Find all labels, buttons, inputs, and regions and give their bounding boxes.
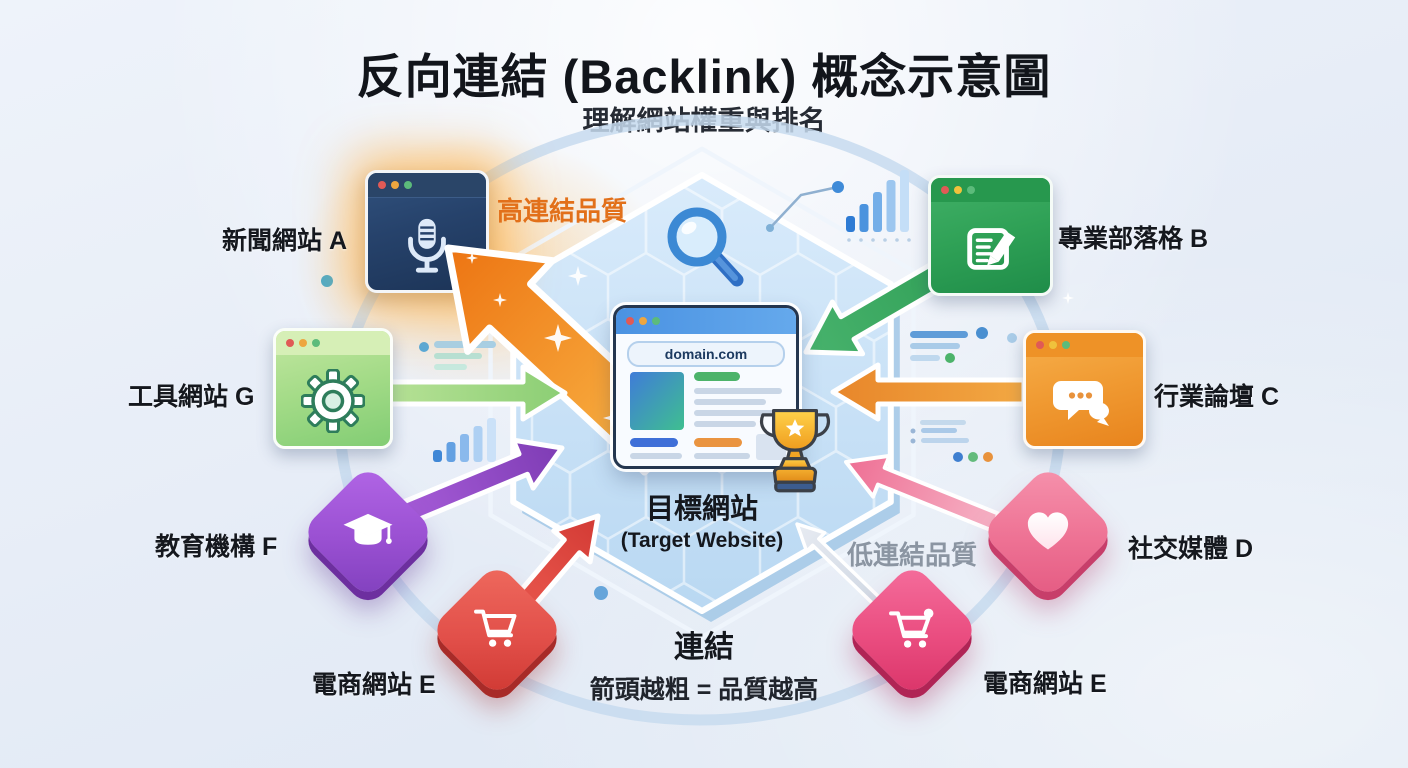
traffic-light-green <box>404 181 412 189</box>
target-label-english: (Target Website) <box>620 529 784 552</box>
polyline-dot <box>766 224 774 232</box>
traffic-light-orange <box>639 317 647 325</box>
node-label-blog-b: 專業部落格 B <box>1058 225 1209 253</box>
window-body <box>368 198 486 290</box>
graduation-cap-icon <box>343 513 393 545</box>
legend: 連結 箭頭越粗 = 品質越高 <box>404 622 1004 706</box>
window-titlebar <box>931 178 1050 202</box>
page-subtitle: 理解網站權重與排名 <box>582 106 826 136</box>
magnifying-glass-icon <box>667 207 744 287</box>
text-placeholder-lines <box>910 331 968 363</box>
arrow-forum-c <box>830 362 1027 422</box>
gear-icon <box>301 368 365 433</box>
arrow-tools-g <box>387 364 568 422</box>
connector-polyline <box>769 185 839 229</box>
traffic-light-red <box>378 181 386 189</box>
heart-icon <box>1027 512 1069 550</box>
low-quality-annotation: 低連結品質 <box>847 540 978 570</box>
chat-bubbles-icon <box>1052 380 1109 426</box>
microphone-icon <box>408 218 446 273</box>
forum-site-window <box>1023 330 1146 449</box>
window-titlebar <box>616 308 796 334</box>
traffic-light-green <box>652 317 660 325</box>
high-quality-annotation: 高連結品質 <box>497 196 628 226</box>
target-label: 目標網站 <box>645 493 758 524</box>
arrow-education-f <box>401 437 565 525</box>
window-body <box>1026 357 1143 446</box>
blog-site-window <box>928 175 1053 296</box>
text-placeholder-lines <box>419 341 496 400</box>
tools-site-window <box>273 328 393 449</box>
node-label-tools-g: 工具網站 G <box>128 383 255 411</box>
education-site-badge <box>300 464 436 600</box>
news-site-window <box>365 170 489 293</box>
accent-dot <box>976 327 988 339</box>
window-titlebar <box>368 173 486 198</box>
legend-description: 箭頭越粗 = 品質越高 <box>589 676 819 704</box>
bar-chart-icon <box>846 170 911 242</box>
accent-dot <box>1007 333 1017 343</box>
traffic-light-yellow <box>1049 341 1057 349</box>
legend-title: 連結 <box>674 631 734 664</box>
domain-text: domain.com <box>664 346 748 362</box>
node-label-social-d: 社交媒體 D <box>1128 535 1254 563</box>
traffic-light-red <box>286 339 294 347</box>
window-body <box>931 202 1050 293</box>
accent-dot <box>321 275 333 287</box>
text-placeholder-lines <box>910 420 993 462</box>
traffic-light-green <box>967 186 975 194</box>
node-label-education-f: 教育機構 F <box>155 533 278 561</box>
page-title: 反向連結 (Backlink) 概念示意圖 <box>356 50 1052 103</box>
traffic-light-orange <box>391 181 399 189</box>
node-label-news-a: 新聞網站 A <box>222 227 348 255</box>
address-bar: domain.com <box>627 341 785 367</box>
edit-document-icon <box>966 227 1015 270</box>
traffic-light-orange <box>299 339 307 347</box>
target-website-caption: 目標網站 (Target Website) <box>542 487 862 553</box>
traffic-light-red <box>1036 341 1044 349</box>
window-body <box>276 355 390 446</box>
trophy-icon <box>760 408 830 493</box>
traffic-light-green <box>312 339 320 347</box>
node-label-forum-c: 行業論壇 C <box>1154 383 1280 411</box>
arrow-social-d <box>844 453 1001 533</box>
traffic-light-yellow <box>954 186 962 194</box>
window-titlebar <box>276 331 390 355</box>
social-media-badge <box>980 464 1116 600</box>
window-titlebar <box>1026 333 1143 357</box>
traffic-light-red <box>941 186 949 194</box>
accent-dot <box>594 586 608 600</box>
traffic-light-green <box>1062 341 1070 349</box>
polyline-dot <box>832 181 844 193</box>
traffic-light-red <box>626 317 634 325</box>
bar-chart-icon <box>433 418 496 462</box>
